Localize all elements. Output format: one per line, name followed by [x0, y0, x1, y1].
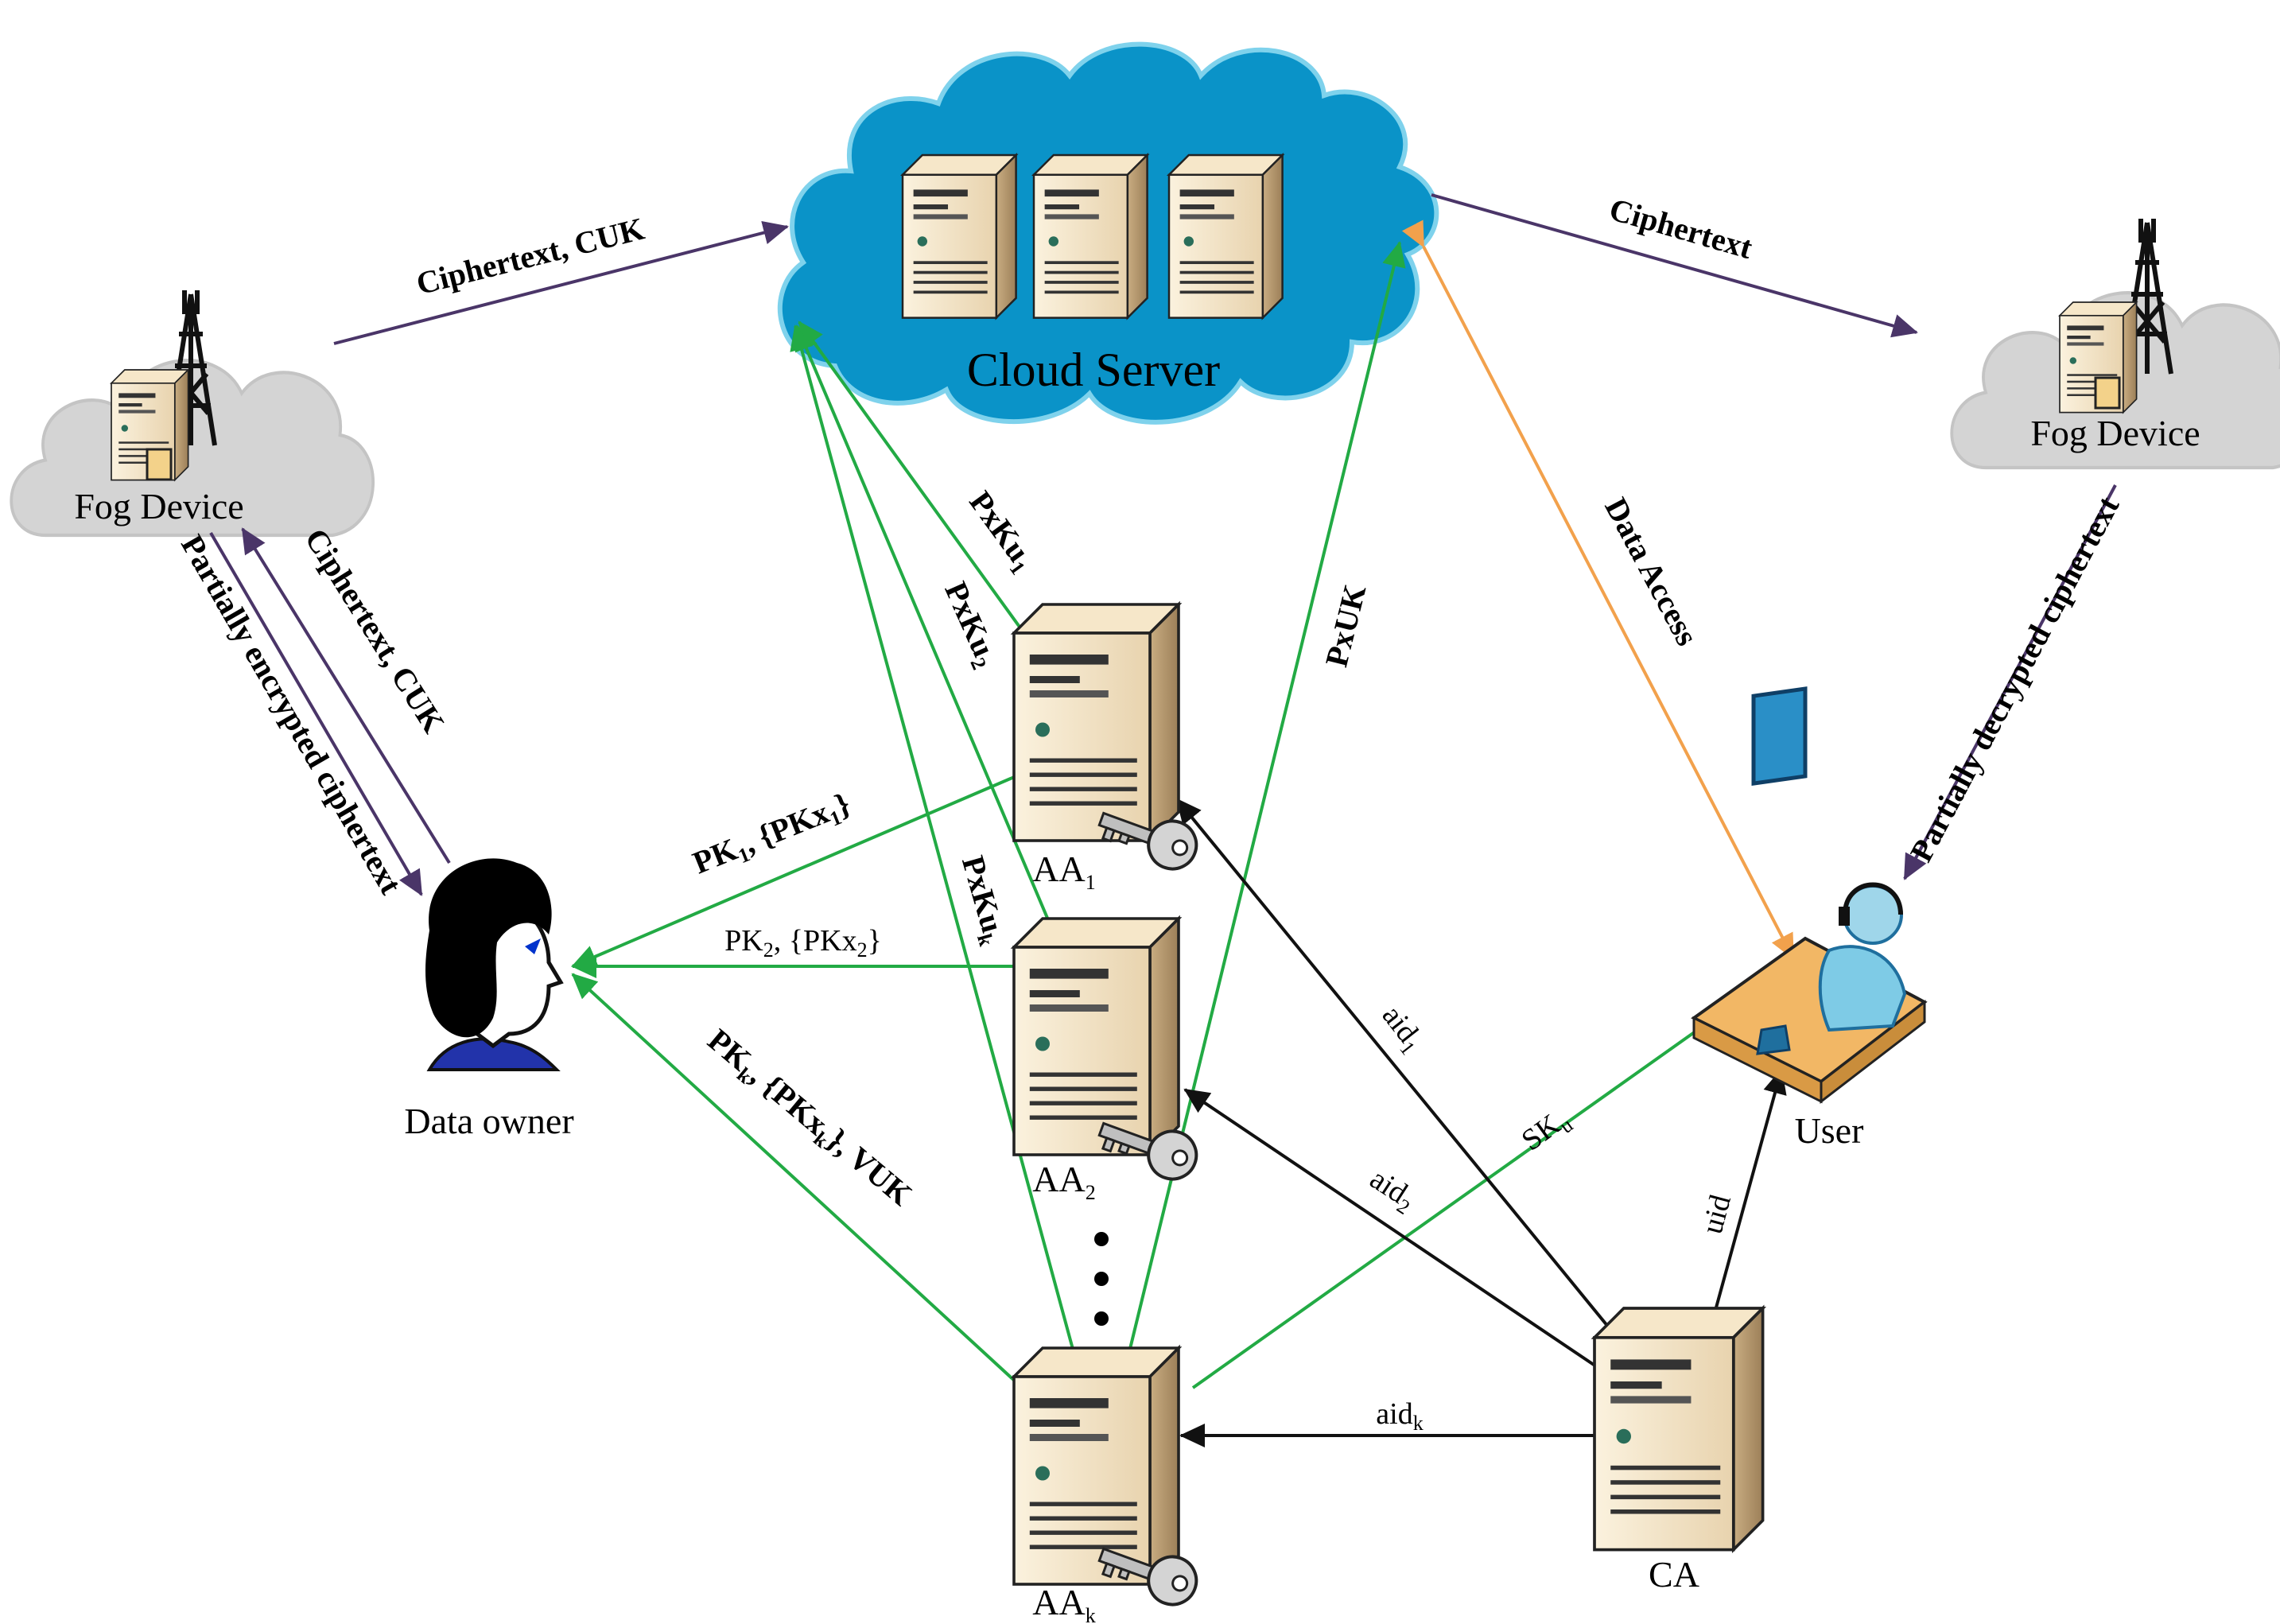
aa1-label: AA1	[1032, 849, 1095, 894]
ca-label: CA	[1649, 1554, 1699, 1595]
label-fog-to-owner: Partially encrypted ciphertext	[174, 529, 410, 901]
label-pk2: PK2, {PKx2}	[724, 924, 882, 962]
label-cloud-to-fog: Ciphertext	[1606, 191, 1757, 266]
label-owner-to-fog: Ciphertext, CUK	[298, 523, 453, 740]
ellipsis-dots	[1094, 1232, 1109, 1326]
monitor-stand	[1756, 1024, 1791, 1055]
label-aidk: aidk	[1376, 1397, 1423, 1435]
label-pk1: PK1, {PKx1}	[688, 786, 856, 885]
data-owner-shirt	[426, 1037, 561, 1071]
aa2-label: AA2	[1032, 1159, 1095, 1204]
cloud-server-tower-3	[1167, 153, 1284, 319]
ca-server-icon	[1593, 1307, 1765, 1552]
data-owner-hair	[425, 858, 552, 1038]
fog-folder-left-icon	[146, 448, 173, 481]
edge-uid	[1712, 1068, 1787, 1317]
edge-pk1	[571, 774, 1019, 968]
data-owner-label: Data owner	[404, 1101, 573, 1141]
ca-node: CA	[1593, 1307, 1765, 1595]
label-uid: uid	[1695, 1191, 1738, 1237]
edge-pxku1	[798, 321, 1039, 654]
edge-owner-to-fog	[241, 527, 451, 864]
aak-node: AAk	[1012, 1346, 1205, 1624]
fog-device-right: Fog Device	[1952, 219, 2280, 468]
label-aid2: aid2	[1361, 1162, 1421, 1219]
edge-aid2	[1183, 1088, 1600, 1370]
label-fog-to-cloud: Ciphertext, CUK	[413, 211, 647, 302]
data-owner-node: Data owner	[404, 858, 574, 1141]
aa1-server-icon	[1012, 603, 1180, 842]
cloud-server-tower-2	[1032, 153, 1148, 319]
aa1-node: AA1	[1012, 603, 1205, 894]
edge-fog-to-cloud	[333, 220, 789, 345]
cloud-server: Cloud Server	[777, 41, 1439, 425]
headset-mic-icon	[1839, 907, 1850, 926]
edge-sku	[1191, 1008, 1727, 1389]
black-edges	[1175, 798, 1787, 1447]
cloud-server-label: Cloud Server	[967, 344, 1220, 396]
data-owner-eye-icon	[525, 938, 541, 954]
edge-fog-to-user	[1903, 484, 2117, 880]
label-data-access: Data Access	[1598, 491, 1705, 651]
fog-folder-right-icon	[2094, 376, 2121, 410]
label-fog-to-user: Partially decrypted ciphertext	[1903, 490, 2127, 868]
edge-fog-to-owner	[209, 531, 423, 896]
aak-label: AAk	[1032, 1582, 1095, 1624]
fog-device-right-label: Fog Device	[2030, 413, 2200, 453]
user-node: User	[1691, 686, 1928, 1151]
edge-pkk	[571, 973, 1020, 1385]
aa2-node: AA2	[1012, 917, 1205, 1204]
label-pxku1: PxKu1	[959, 484, 1043, 579]
fog-device-left: Fog Device	[11, 290, 373, 535]
aa2-server-icon	[1012, 917, 1180, 1156]
label-pxku2: PxKu2	[934, 577, 1007, 674]
edge-pxkuk	[790, 324, 1075, 1353]
user-desk-front	[1692, 1016, 1823, 1104]
edge-data-access	[1401, 220, 1795, 960]
fog-device-left-label: Fog Device	[74, 486, 243, 526]
cloud-server-tower-1	[901, 153, 1017, 319]
user-body	[1818, 945, 1907, 1032]
edge-aid1	[1175, 798, 1624, 1346]
user-label: User	[1795, 1110, 1864, 1151]
monitor-icon	[1751, 686, 1808, 786]
label-pxuk: PxUK	[1318, 581, 1373, 670]
aak-server-icon	[1012, 1346, 1180, 1586]
headset-icon	[1843, 882, 1903, 915]
